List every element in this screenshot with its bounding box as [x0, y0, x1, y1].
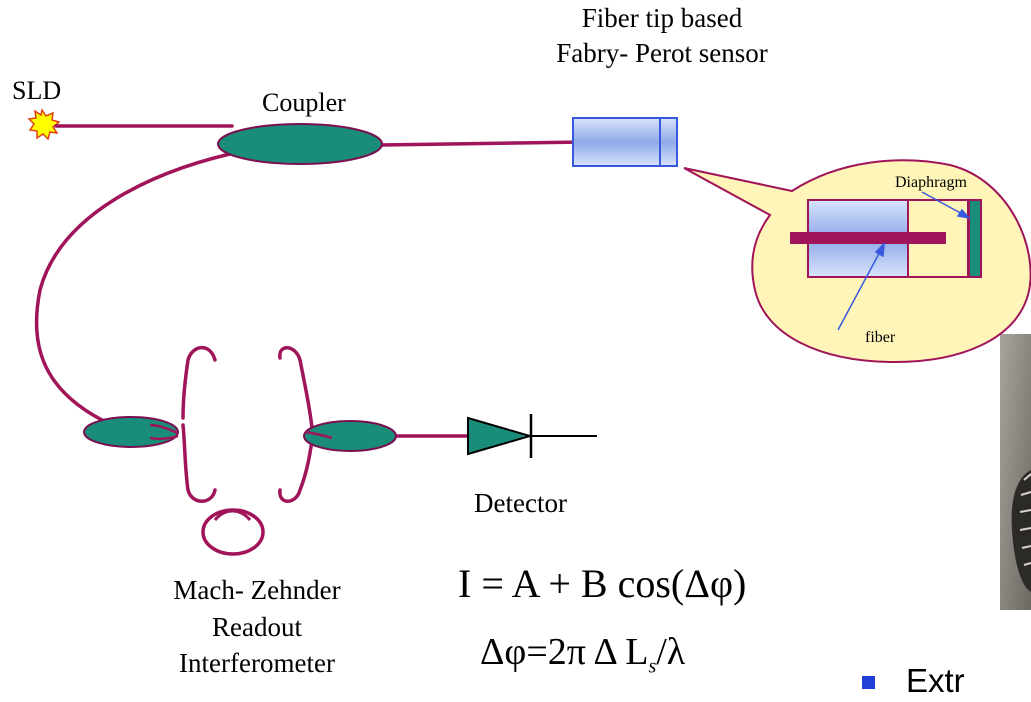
- main-coupler: [218, 124, 382, 164]
- detector-icon: [468, 414, 597, 458]
- sensor-label-line1: Fiber tip based: [582, 3, 742, 34]
- phase-equation: Δφ=2π Δ Ls/λ: [480, 630, 685, 679]
- mz-label-line1: Mach- Zehnder: [173, 575, 340, 606]
- diaphragm-label: Diaphragm: [895, 174, 967, 192]
- sensor-label-line2: Fabry- Perot sensor: [556, 38, 767, 69]
- bullet-text: Extr: [906, 662, 965, 700]
- bullet-icon: [862, 676, 875, 689]
- detector-label: Detector: [474, 488, 567, 519]
- mz-output-coupler: [304, 421, 396, 451]
- phase-equation-rhs: /λ: [656, 631, 685, 673]
- delay-coil: [203, 510, 263, 554]
- sensor-photo: [1000, 334, 1031, 610]
- fabry-perot-sensor: [573, 118, 677, 166]
- mz-label-line2: Readout: [212, 612, 302, 643]
- mz-label-line3: Interferometer: [179, 648, 335, 679]
- mz-input-coupler: [84, 417, 178, 447]
- intensity-equation: I = A + B cos(Δφ): [458, 560, 746, 607]
- fiber-label: fiber: [865, 329, 895, 347]
- sld-label: SLD: [12, 76, 61, 106]
- phase-equation-lhs: Δφ=2π Δ L: [480, 631, 648, 673]
- sld-source-icon: [29, 110, 59, 139]
- coupler-label: Coupler: [262, 88, 346, 118]
